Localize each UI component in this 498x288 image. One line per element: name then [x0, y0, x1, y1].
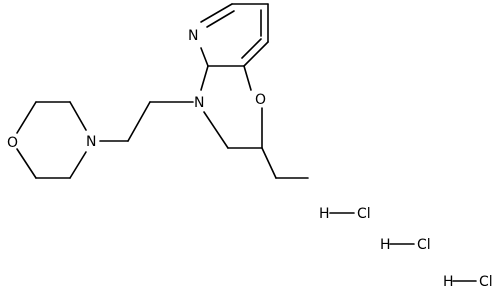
- salt-1-cl-label: Cl: [357, 206, 371, 222]
- pyridine-bond-upper-left-inner: [206, 10, 235, 28]
- pyridine-bond-upper-left: [200, 3, 233, 23]
- oxazine-bond-n-down: [203, 111, 229, 149]
- atom-label-morpholine-o: O: [7, 135, 18, 151]
- pyridine-bond-lower-right: [243, 41, 269, 67]
- salt-3-cl-label: Cl: [479, 274, 493, 288]
- morpholine-bond-o-up: [16, 101, 37, 134]
- atom-label-morpholine-n: N: [86, 134, 96, 150]
- salt-2-h-label: H: [380, 237, 391, 253]
- atom-label-oxazine-n: N: [194, 95, 204, 111]
- morpholine-bond-n-down: [69, 151, 87, 179]
- atom-labels: N N O N O: [7, 28, 266, 151]
- morpholine-bond-n-up: [69, 101, 87, 131]
- linker-bond-2: [127, 101, 151, 142]
- salt-1-h-label: H: [319, 206, 330, 222]
- bonds: [16, 3, 477, 282]
- pyridine-bond-lower-right-inner: [241, 38, 262, 59]
- hcl-salt-3: H Cl: [443, 274, 493, 288]
- salt-3-h-label: H: [443, 274, 454, 288]
- oxazine-bond-n-left: [200, 65, 209, 91]
- salt-2-cl-label: Cl: [417, 237, 431, 253]
- atom-label-ring-o: O: [255, 92, 266, 108]
- hcl-salt-1: H Cl: [319, 206, 371, 222]
- ethyl-bond-1: [261, 147, 277, 179]
- hcl-salt-2: H Cl: [380, 237, 431, 253]
- oxazine-bond-o-right: [243, 65, 252, 91]
- pyridine-bond-lower-left: [200, 47, 209, 67]
- atom-label-pyridine-n: N: [188, 28, 198, 44]
- morpholine-bond-o-down: [16, 148, 37, 179]
